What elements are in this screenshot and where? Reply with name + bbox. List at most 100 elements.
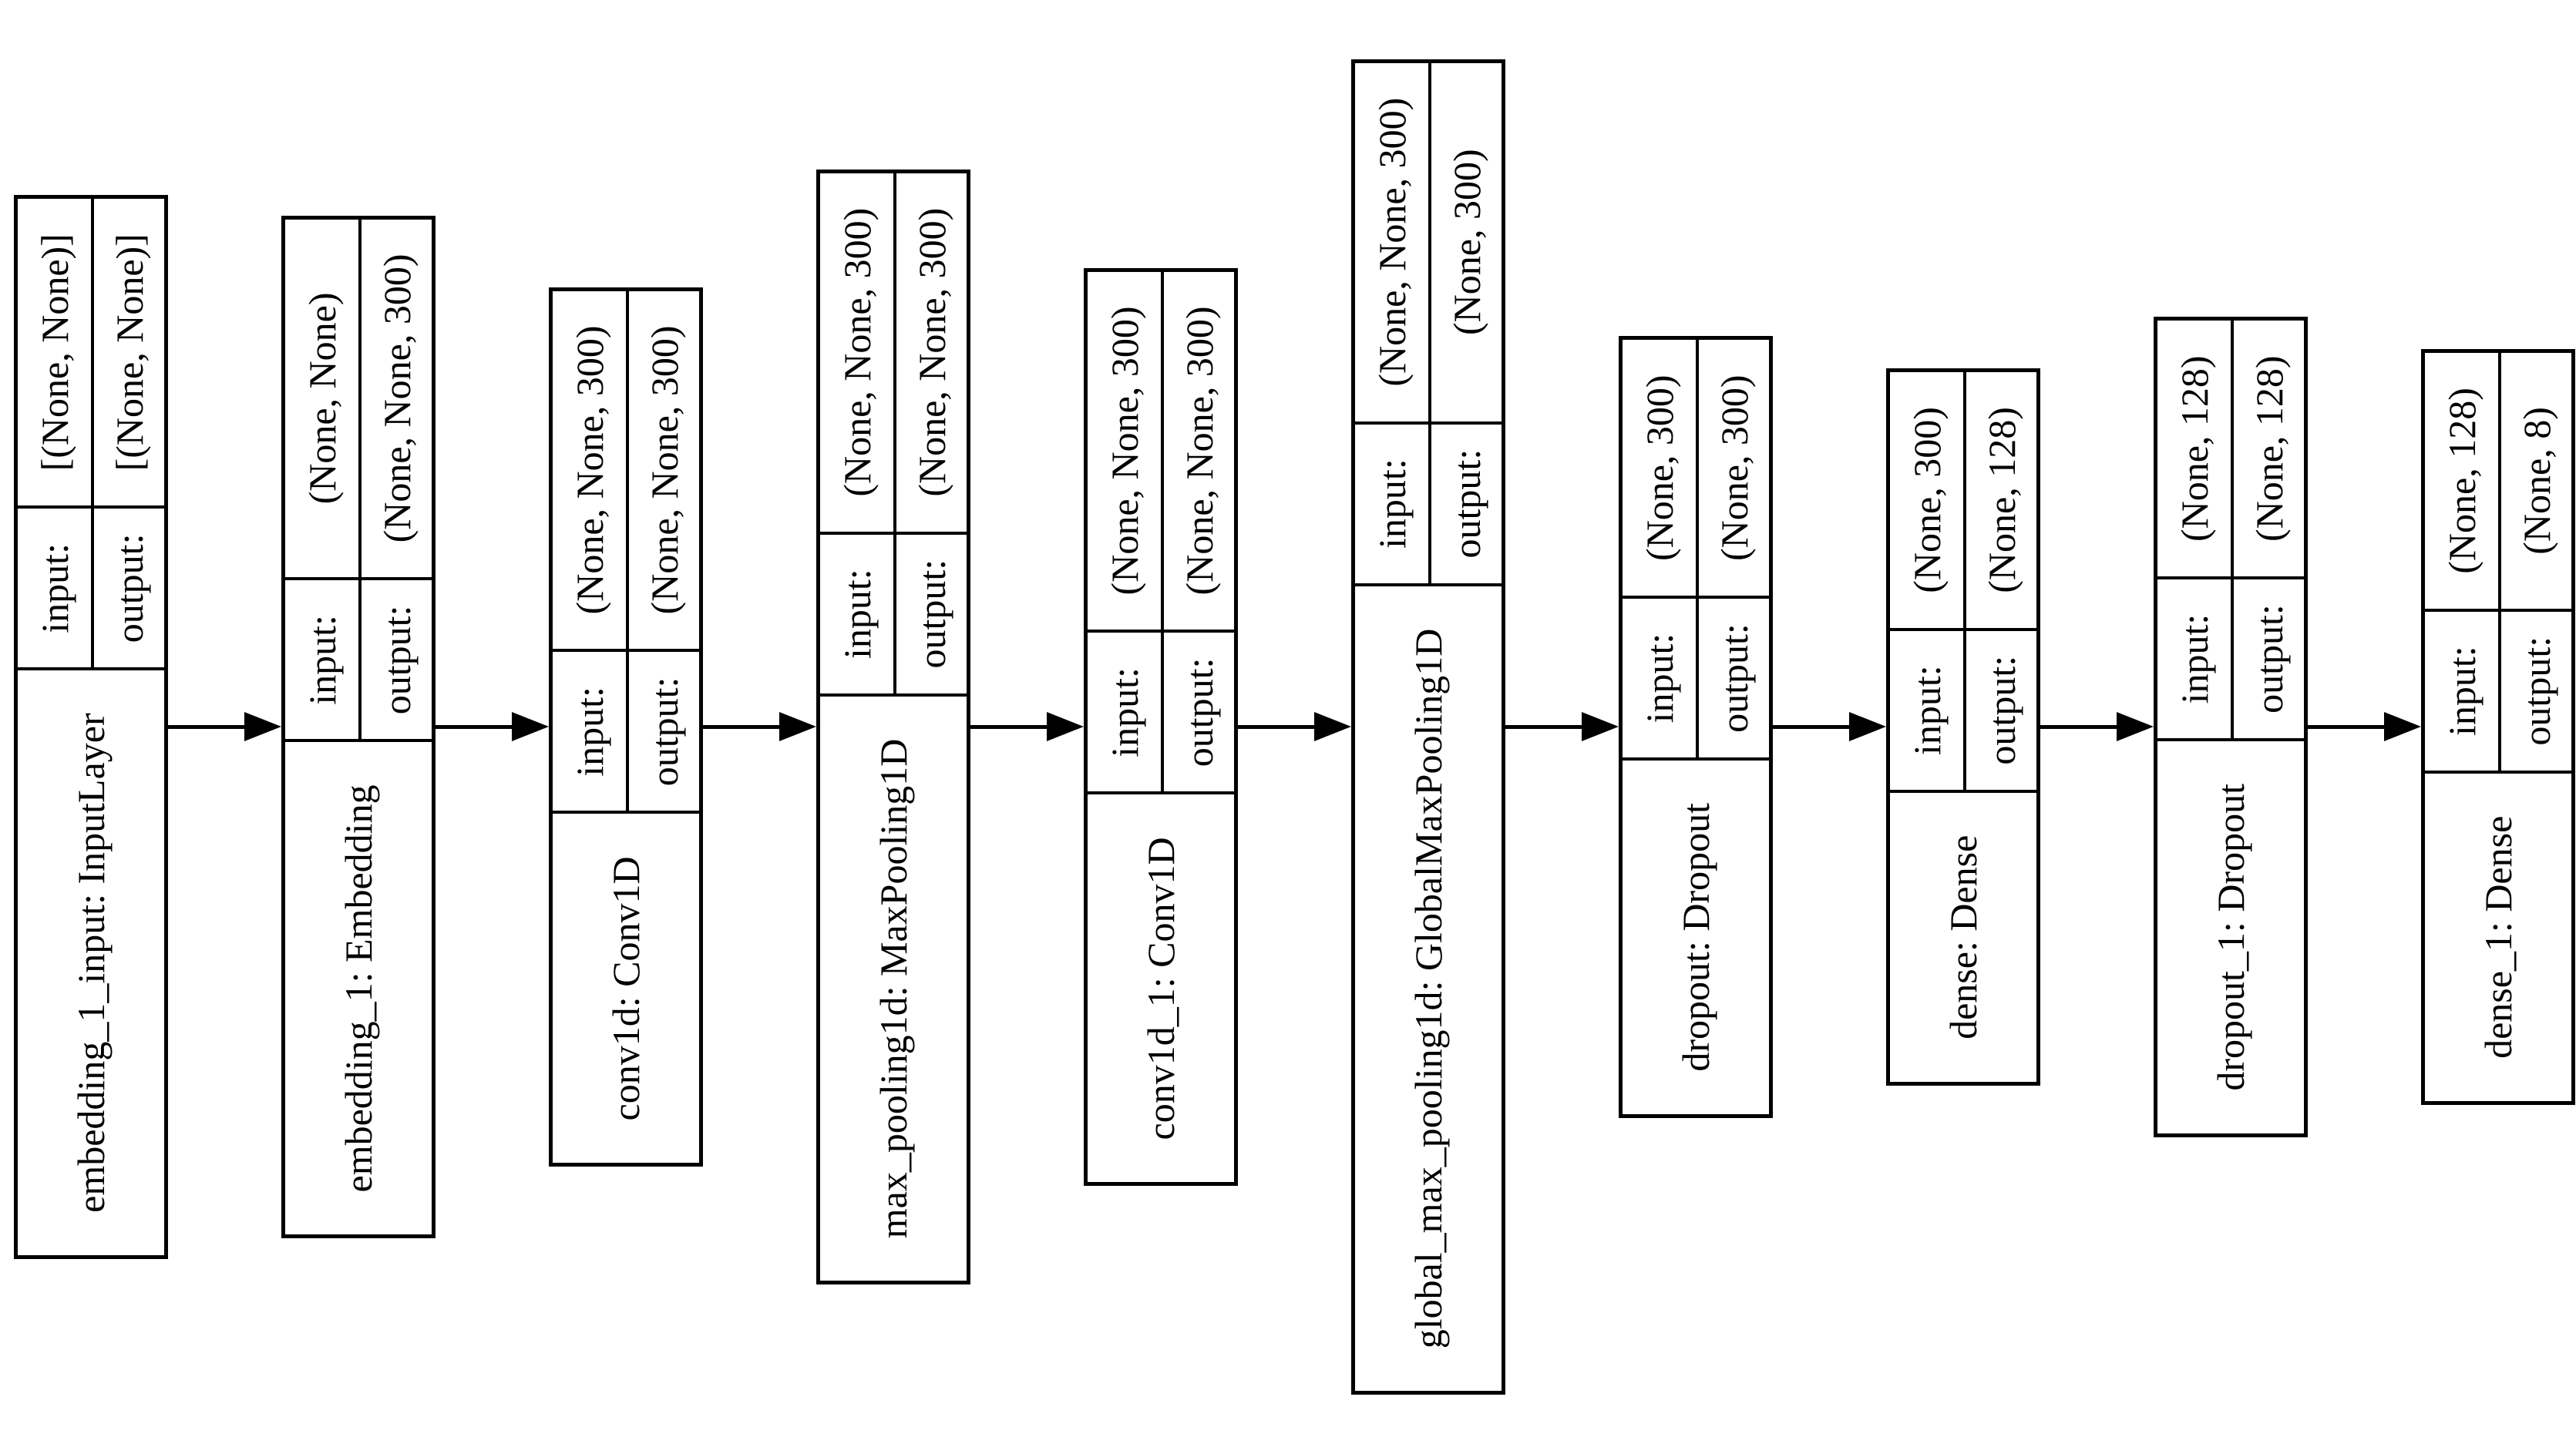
io-row-input: input:(None, None, 300)	[820, 173, 893, 693]
output-shape-cell: (None, 128)	[1979, 407, 2023, 593]
io-row-input: input: (None, 128)	[2157, 321, 2231, 739]
input-label: input:	[2157, 576, 2231, 739]
input-shape-cell: (None, None, 300)	[1102, 306, 1146, 596]
arrow-connector	[1238, 712, 1351, 743]
input-label: input:	[2425, 608, 2498, 771]
io-row-input: input: (None, None, 300)	[1355, 63, 1428, 583]
io-table: input:(None, None, 300)output: (None, Non…	[820, 173, 967, 693]
arrow-connector	[168, 712, 281, 743]
io-table: input: (None, 128) output: (None, 128)	[2157, 321, 2304, 739]
output-shape-cell: (None, None, 300)	[642, 325, 686, 615]
layer-node: global_max_pooling1d: GlobalMaxPooling1D…	[1351, 59, 1505, 1395]
input-label: input:	[18, 505, 91, 668]
arrow-shaft	[2040, 725, 2117, 729]
layer-name-cell: conv1d: Conv1D	[553, 811, 699, 1164]
arrow-shaft	[1773, 725, 1849, 729]
arrow-connector	[1505, 712, 1619, 743]
layer-name-cell: embedding_1: Embedding	[285, 739, 432, 1235]
input-label: input:	[1623, 596, 1696, 758]
output-label: output:	[2234, 576, 2304, 739]
input-shape-cell: (None, None, 300)	[567, 325, 611, 615]
output-label: output:	[896, 531, 967, 693]
io-row-output: output: (None, 128)	[2231, 321, 2304, 739]
arrow-head-icon	[1849, 712, 1886, 742]
io-table: input: (None, None, 300) output: (None, 300…	[1355, 62, 1502, 583]
arrow-shaft	[1505, 725, 1582, 729]
io-table: input:(None, 300)output: (None, 128)	[1890, 372, 2036, 790]
output-shape-cell: (None, None, 300)	[375, 254, 419, 543]
input-label: input:	[285, 577, 358, 740]
output-label: output:	[362, 577, 432, 740]
io-row-output: output: (None, None, 300)	[893, 173, 967, 693]
input-label: input:	[553, 649, 626, 811]
io-row-input: input: (None, None, 300)	[1088, 272, 1161, 792]
input-label: input:	[1890, 627, 1963, 790]
layer-name-cell: global_max_pooling1d: GlobalMaxPooling1D	[1355, 583, 1502, 1392]
io-row-output: output:(None, None, 300)	[626, 290, 699, 811]
arrow-connector	[435, 712, 549, 743]
io-row-input: input:(None, 300)	[1890, 372, 1963, 790]
input-shape-cell: (None, None)	[300, 292, 344, 505]
io-row-output: output: [(None, None)]	[91, 199, 164, 668]
arrow-connector	[1773, 712, 1886, 743]
output-shape-cell: (None, None, 300)	[910, 207, 953, 497]
input-shape-cell: [(None, None)]	[32, 233, 76, 472]
output-shape-cell: (None, 300)	[1712, 374, 1756, 562]
layer-name-cell: conv1d_1: Conv1D	[1088, 791, 1234, 1183]
input-shape-cell: (None, 300)	[1637, 374, 1681, 562]
output-shape-cell: [(None, None)]	[107, 233, 151, 472]
layer-name-cell: dropout: Dropout	[1623, 757, 1769, 1114]
input-label: input:	[1088, 630, 1161, 792]
arrow-shaft	[435, 725, 512, 729]
arrow-head-icon	[1047, 712, 1084, 742]
input-shape-cell: (None, 128)	[2440, 388, 2484, 574]
input-shape-cell: (None, 128)	[2172, 355, 2216, 542]
output-label: output:	[1699, 596, 1769, 758]
layer-name-cell: dense: Dense	[1890, 789, 2036, 1082]
arrow-shaft	[168, 725, 244, 729]
arrow-shaft	[2308, 725, 2384, 729]
arrow-head-icon	[1314, 712, 1351, 742]
io-row-input: input: (None, None)	[285, 220, 358, 740]
layer-name-cell: dropout_1: Dropout	[2157, 738, 2304, 1133]
arrow-shaft	[1238, 725, 1314, 729]
arrow-connector	[703, 712, 816, 743]
output-label: output:	[94, 505, 164, 668]
output-shape-cell: (None, 128)	[2247, 355, 2291, 542]
input-shape-cell: (None, None, 300)	[1370, 97, 1414, 387]
arrow-head-icon	[512, 712, 549, 742]
output-shape-cell: (None, None, 300)	[1177, 306, 1221, 596]
io-table: input:(None, None, 300)output:(None, Non…	[1088, 271, 1234, 792]
io-table: input: (None, 128) output: (None, 8)	[2425, 353, 2571, 771]
io-row-output: output: (None, 8)	[2498, 353, 2571, 771]
io-row-input: input: (None, None, 300)	[553, 291, 626, 811]
io-row-output: output: (None, 300)	[1696, 340, 1769, 758]
input-label: input:	[1355, 421, 1428, 583]
io-table: input: (None, 300) output: (None, 300)	[1623, 340, 1769, 758]
io-row-output: output: (None, 128)	[1963, 372, 2036, 790]
arrow-connector	[2040, 712, 2154, 743]
arrow-shaft	[703, 725, 779, 729]
input-label: input:	[820, 531, 893, 693]
io-row-output: output: (None, 300)	[1428, 62, 1502, 583]
output-shape-cell: (None, 8)	[2514, 407, 2558, 555]
io-table: input: [(None, None)] output: [(None, None)…	[18, 199, 164, 668]
arrow-shaft	[970, 725, 1047, 729]
output-shape-cell: (None, 300)	[1444, 149, 1488, 335]
output-label: output:	[1431, 421, 1502, 583]
io-table: input:(None, None, 300)output:(None, Non…	[553, 290, 699, 811]
output-label: output:	[1966, 627, 2036, 790]
output-label: output:	[2501, 608, 2571, 771]
arrow-head-icon	[2384, 712, 2421, 742]
arrow-head-icon	[244, 712, 281, 742]
io-row-output: output:(None, None, 300)	[1161, 271, 1234, 792]
